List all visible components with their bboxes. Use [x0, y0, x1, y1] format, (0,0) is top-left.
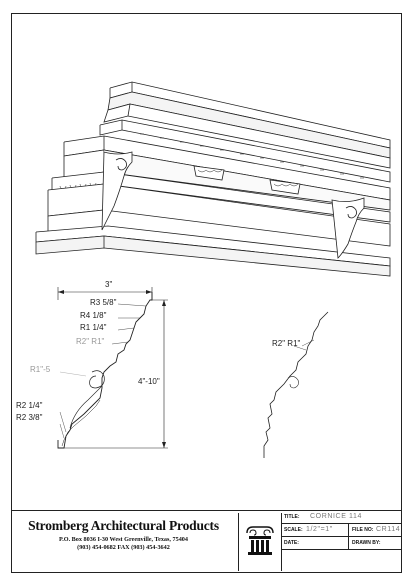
title-block: Stromberg Architectural Products P.O. Bo… [11, 510, 402, 573]
file-number-value: CR114 [376, 526, 401, 533]
dim-r1-5: R1"-5 [30, 365, 51, 374]
field-divider [348, 537, 349, 550]
company-phone: (903) 454-0682 FAX (903) 454-3642 [77, 544, 170, 551]
sheet-border [11, 13, 402, 573]
field-divider [348, 524, 349, 537]
title-value: CORNICE 114 [310, 513, 362, 520]
column-capital-logo-icon [246, 526, 274, 555]
company-name: Stromberg Architectural Products [28, 518, 219, 533]
dim-r1-quarter: R1 1/4" [80, 323, 107, 332]
scale-label: SCALE: [284, 527, 303, 533]
small-dim-r2-r1: R2" R1" [272, 339, 301, 348]
title-label: TITLE: [284, 514, 300, 520]
title-block-fields: TITLE: CORNICE 114 SCALE: 1/2"=1" FILE N… [282, 511, 402, 573]
company-info: Stromberg Architectural Products P.O. Bo… [11, 511, 236, 573]
dim-r2-three-eighths: R2 3/8" [16, 413, 43, 422]
dim-r3: R3 5/8" [90, 298, 117, 307]
company-address: P.O. Box 8036 I-30 West Greenville, Texa… [59, 536, 188, 543]
cornice-small-profile [263, 311, 329, 458]
dim-height: 4"-10" [138, 377, 160, 386]
file-number-label: FILE NO: [352, 527, 374, 533]
dim-width: 3" [105, 280, 112, 289]
company-logo [238, 513, 282, 571]
drawn-by-label: DRAWN BY: [352, 540, 381, 546]
dim-r2-quarter: R2 1/4" [16, 401, 43, 410]
scale-file-row: SCALE: 1/2"=1" FILE NO: CR114 [282, 524, 402, 537]
dim-r2-r1: R2" R1" [76, 337, 105, 346]
date-drawn-row: DATE: DRAWN BY: [282, 537, 402, 550]
cornice-perspective [35, 81, 391, 277]
dim-r4: R4 1/8" [80, 311, 107, 320]
cornice-profile-section [57, 287, 168, 449]
date-label: DATE: [284, 540, 299, 546]
scale-value: 1/2"=1" [306, 526, 333, 533]
title-row: TITLE: CORNICE 114 [282, 511, 402, 524]
